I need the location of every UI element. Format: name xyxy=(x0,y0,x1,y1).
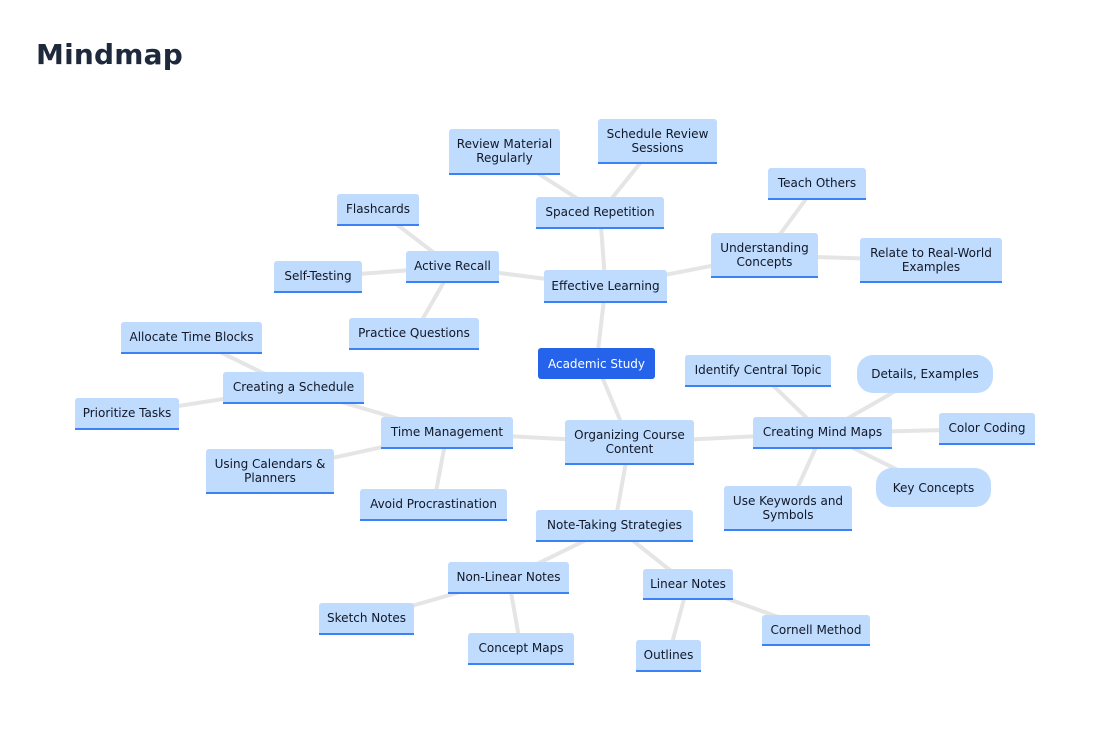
node-cornell-method[interactable]: Cornell Method xyxy=(762,615,870,646)
node-effective-learning[interactable]: Effective Learning xyxy=(544,270,667,303)
node-non-linear-notes[interactable]: Non-Linear Notes xyxy=(448,562,569,594)
node-sketch-notes[interactable]: Sketch Notes xyxy=(319,603,414,635)
node-academic-study[interactable]: Academic Study xyxy=(538,348,655,379)
node-time-management[interactable]: Time Management xyxy=(381,417,513,449)
node-details-examples[interactable]: Details, Examples xyxy=(857,355,993,393)
node-using-calendars-planners[interactable]: Using Calendars & Planners xyxy=(206,449,334,494)
node-understanding-concepts[interactable]: Understanding Concepts xyxy=(711,233,818,278)
node-use-keywords-symbols[interactable]: Use Keywords and Symbols xyxy=(724,486,852,531)
node-relate-real-world[interactable]: Relate to Real-World Examples xyxy=(860,238,1002,283)
node-avoid-procrastination[interactable]: Avoid Procrastination xyxy=(360,489,507,521)
node-teach-others[interactable]: Teach Others xyxy=(768,168,866,200)
node-prioritize-tasks[interactable]: Prioritize Tasks xyxy=(75,398,179,430)
node-concept-maps[interactable]: Concept Maps xyxy=(468,633,574,665)
node-self-testing[interactable]: Self-Testing xyxy=(274,261,362,293)
node-active-recall[interactable]: Active Recall xyxy=(406,251,499,283)
node-identify-central-topic[interactable]: Identify Central Topic xyxy=(685,355,831,387)
node-creating-mind-maps[interactable]: Creating Mind Maps xyxy=(753,417,892,449)
node-schedule-review-sessions[interactable]: Schedule Review Sessions xyxy=(598,119,717,164)
node-practice-questions[interactable]: Practice Questions xyxy=(349,318,479,350)
node-flashcards[interactable]: Flashcards xyxy=(337,194,419,226)
node-organizing-course-content[interactable]: Organizing Course Content xyxy=(565,420,694,465)
node-creating-a-schedule[interactable]: Creating a Schedule xyxy=(223,372,364,404)
node-review-material-regularly[interactable]: Review Material Regularly xyxy=(449,129,560,175)
node-outlines[interactable]: Outlines xyxy=(636,640,701,672)
node-key-concepts[interactable]: Key Concepts xyxy=(876,468,991,507)
node-linear-notes[interactable]: Linear Notes xyxy=(643,569,733,600)
node-allocate-time-blocks[interactable]: Allocate Time Blocks xyxy=(121,322,262,354)
page-title: Mindmap xyxy=(36,38,183,71)
node-note-taking-strategies[interactable]: Note-Taking Strategies xyxy=(536,510,693,542)
node-color-coding[interactable]: Color Coding xyxy=(939,413,1035,445)
node-spaced-repetition[interactable]: Spaced Repetition xyxy=(536,197,664,229)
